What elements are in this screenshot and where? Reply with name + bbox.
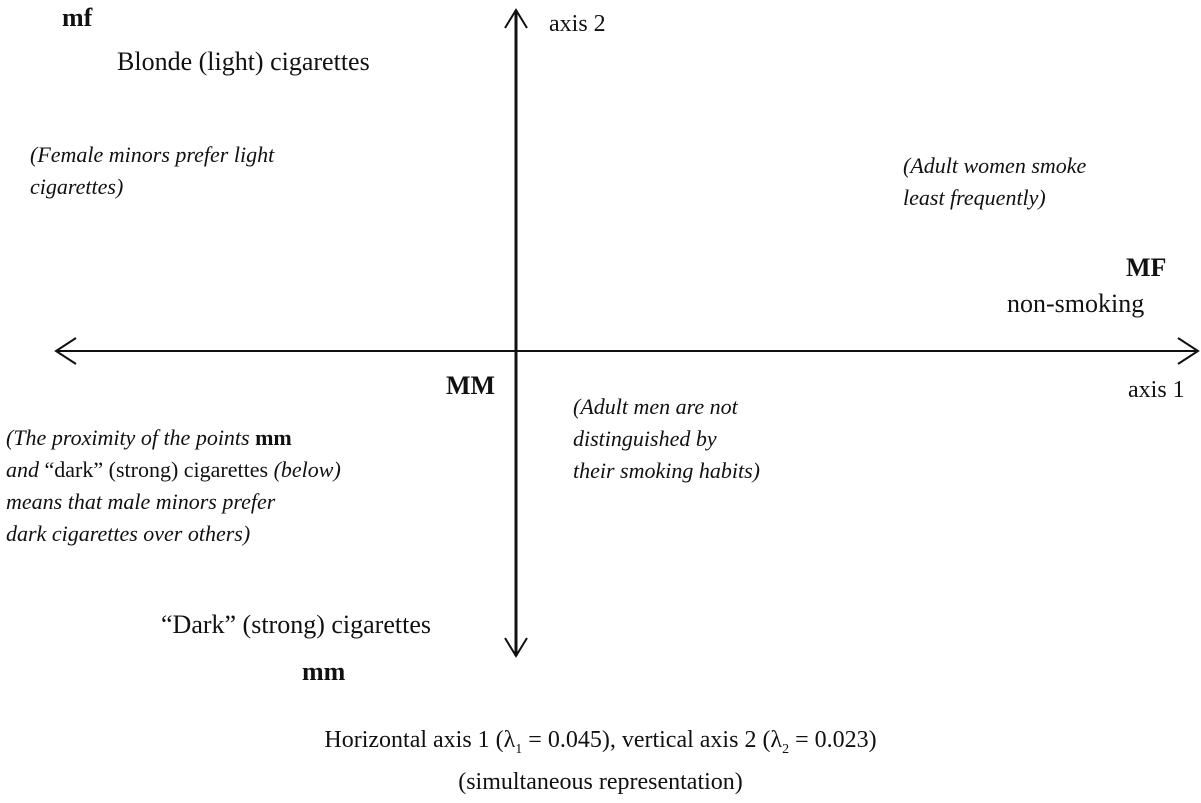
point-MF: MF	[1126, 253, 1167, 282]
caption-line-1: Horizontal axis 1 (λ1 = 0.045), vertical…	[324, 727, 877, 757]
note-line: cigarettes)	[30, 174, 124, 199]
figure-caption: Horizontal axis 1 (λ1 = 0.045), vertical…	[0, 724, 1201, 799]
category-dark-cigarettes: “Dark” (strong) cigarettes	[161, 610, 431, 639]
note-line: (Female minors prefer light	[30, 142, 275, 167]
axis-1-label: axis 1	[1128, 377, 1185, 403]
note-female-minors: (Female minors prefer light cigarettes)	[30, 139, 274, 203]
note-adult-men: (Adult men are not distinguished by thei…	[573, 391, 760, 487]
caption-line-2: (simultaneous representation)	[458, 768, 743, 795]
note-line: (The proximity of the points mm	[6, 425, 292, 450]
note-proximity: (The proximity of the points mm and “dar…	[6, 422, 341, 550]
axis-1-left-arrowhead	[54, 337, 77, 365]
category-non-smoking: non-smoking	[1007, 289, 1145, 318]
axis-2-top-arrowhead	[504, 8, 528, 29]
category-blonde-cigarettes: Blonde (light) cigarettes	[117, 47, 370, 76]
point-MM: MM	[446, 371, 496, 400]
axis-2-bottom-arrowhead	[504, 637, 528, 658]
note-adult-women: (Adult women smoke least frequently)	[903, 150, 1086, 214]
note-line: least frequently)	[903, 185, 1046, 210]
note-line: and “dark” (strong) cigarettes (below)	[6, 457, 341, 482]
axis-1-right-arrowhead	[1177, 337, 1200, 365]
point-mf: mf	[62, 3, 93, 32]
note-line: their smoking habits)	[573, 458, 760, 483]
axis-2-label: axis 2	[549, 11, 606, 37]
note-line: means that male minors prefer	[6, 489, 276, 514]
note-line: (Adult men are not	[573, 394, 738, 419]
note-line: distinguished by	[573, 426, 717, 451]
note-line: dark cigarettes over others)	[6, 521, 251, 546]
note-line: (Adult women smoke	[903, 153, 1087, 178]
point-mm: mm	[302, 657, 346, 686]
